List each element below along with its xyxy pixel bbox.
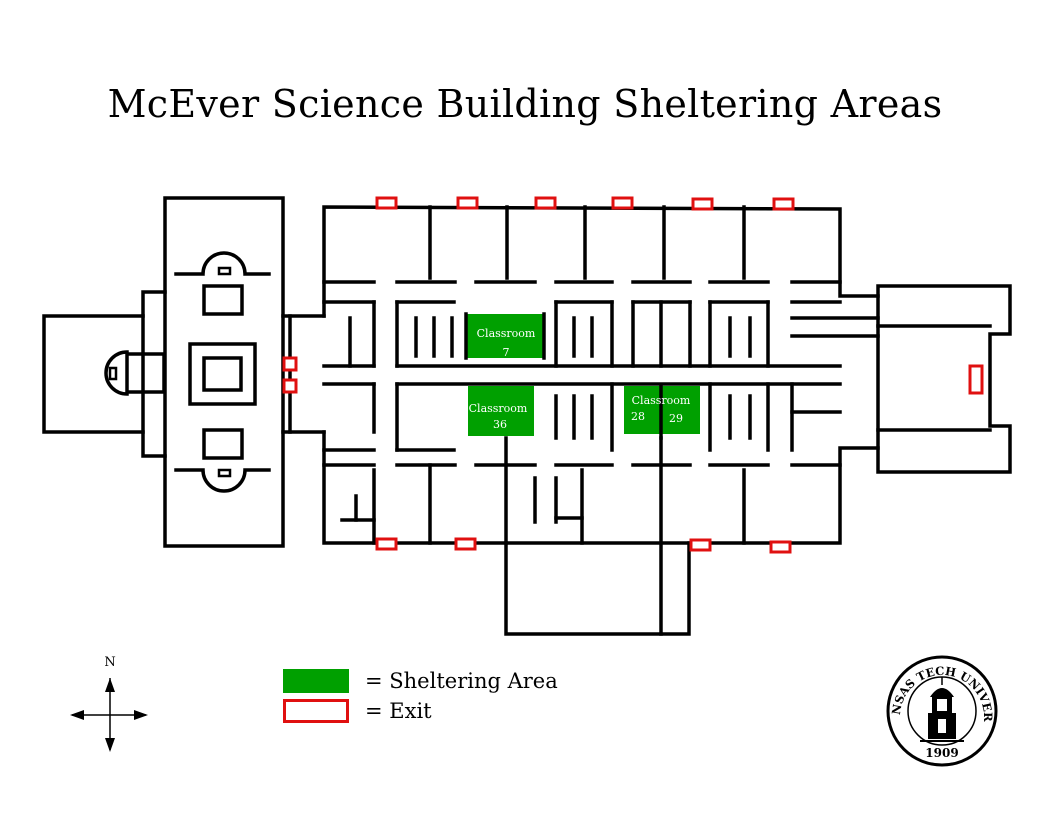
north-label: N (104, 655, 115, 670)
room-number: 36 (493, 418, 507, 431)
page-title: McEver Science Building Sheltering Areas (107, 82, 943, 126)
legend: = Sheltering Area = Exit (283, 666, 558, 726)
west-wing-walls (42, 196, 326, 548)
exit-marker (689, 538, 712, 552)
exit-marker (454, 537, 477, 551)
shelter-classroom-29 (660, 386, 700, 434)
exits (282, 196, 984, 554)
shelter-classroom-36 (468, 386, 534, 436)
room-label: Classroom (469, 402, 528, 415)
exit-marker (375, 537, 398, 551)
exit-marker (968, 364, 984, 395)
exit-marker (456, 196, 479, 210)
room-label: Classroom (477, 327, 536, 340)
legend-item-exit: = Exit (283, 696, 558, 726)
exit-marker (691, 197, 714, 211)
legend-label: = Sheltering Area (365, 669, 558, 693)
main-block-walls (322, 205, 880, 636)
room-number: 28 (631, 410, 645, 423)
shelter-swatch (283, 669, 349, 693)
exit-marker (769, 540, 792, 554)
university-seal-logo: ARKANSAS TECH UNIVERSITY 1909 (880, 655, 998, 767)
exit-marker (611, 196, 634, 210)
exit-marker (534, 196, 557, 210)
north-arrow-icon (105, 678, 115, 692)
exit-marker (375, 196, 398, 210)
west-arrow-icon (70, 710, 84, 720)
exit-swatch (283, 699, 349, 723)
room-number: 29 (669, 412, 683, 425)
east-wing-walls (876, 284, 1012, 474)
legend-item-shelter: = Sheltering Area (283, 666, 558, 696)
south-arrow-icon (105, 738, 115, 752)
legend-label: = Exit (365, 699, 432, 723)
room-label: Classroom (632, 394, 691, 407)
shelter-classroom-7 (466, 314, 544, 358)
exit-marker (772, 197, 795, 211)
seal-year: 1909 (925, 746, 958, 760)
cupola-icon (920, 677, 964, 742)
east-arrow-icon (134, 710, 148, 720)
room-number: 7 (503, 346, 510, 359)
shelter-classroom-28 (624, 386, 662, 434)
exit-marker (282, 356, 298, 372)
exit-marker (282, 378, 298, 394)
sheltering-areas: Classroom 7 Classroom 36 Classroom 28 29 (464, 312, 700, 440)
compass-rose: N (70, 655, 148, 752)
